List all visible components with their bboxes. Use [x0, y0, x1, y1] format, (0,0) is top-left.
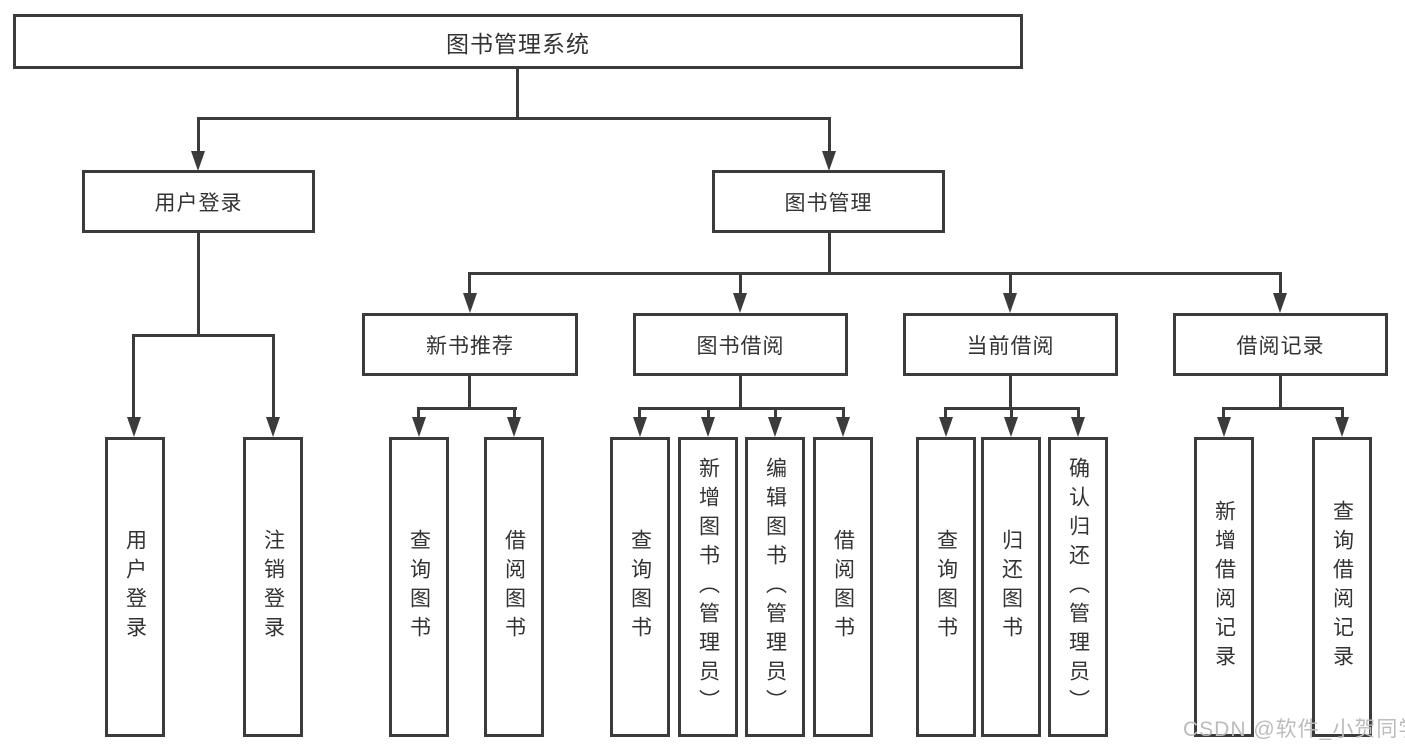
- leaf-label: 查询图书: [628, 529, 652, 645]
- connector-line: [417, 407, 420, 419]
- connector-line: [272, 334, 275, 419]
- node-label: 借阅记录: [1236, 334, 1325, 358]
- node-book-management: 图书管理: [712, 170, 945, 233]
- node-label: 图书管理: [784, 191, 873, 215]
- arrow-down-icon: [633, 417, 647, 437]
- connector-line: [468, 376, 471, 410]
- arrow-down-icon: [822, 151, 836, 171]
- node-label: 新书推荐: [426, 334, 514, 358]
- leaf-recommend-query-book: 查询图书: [389, 437, 449, 737]
- leaf-label: 确认归还（管理员）: [1066, 456, 1090, 718]
- connector-line: [197, 117, 831, 120]
- arrow-down-icon: [836, 417, 850, 437]
- leaf-recommend-borrow-book: 借阅图书: [484, 437, 544, 737]
- node-label: 图书借阅: [696, 334, 785, 358]
- arrow-down-icon: [1071, 417, 1085, 437]
- connector-line: [1010, 407, 1013, 419]
- leaf-add-book-admin: 新增图书（管理员）: [678, 437, 738, 737]
- connector-line: [774, 407, 777, 419]
- node-library-management-system: 图书管理系统: [13, 14, 1023, 69]
- leaf-label: 新增图书（管理员）: [696, 456, 720, 718]
- arrow-down-icon: [939, 417, 953, 437]
- arrow-down-icon: [1335, 417, 1349, 437]
- arrow-down-icon: [266, 417, 280, 437]
- leaf-label: 新增借阅记录: [1212, 500, 1236, 674]
- connector-line: [132, 334, 135, 419]
- node-book-borrowing: 图书借阅: [633, 313, 848, 376]
- arrow-down-icon: [1273, 293, 1287, 313]
- arrow-down-icon: [1003, 293, 1017, 313]
- connector-line: [132, 334, 275, 337]
- leaf-label: 查询借阅记录: [1330, 500, 1354, 674]
- connector-line: [1009, 376, 1012, 410]
- leaf-label: 借阅图书: [502, 529, 526, 645]
- leaf-label: 查询图书: [934, 529, 958, 645]
- connector-line: [707, 407, 710, 419]
- leaf-label: 用户登录: [123, 529, 147, 645]
- connector-line: [638, 407, 641, 419]
- node-current-borrowing: 当前借阅: [903, 313, 1118, 376]
- connector-line: [842, 407, 845, 419]
- connector-line: [944, 407, 947, 419]
- connector-line: [516, 68, 519, 118]
- arrow-down-icon: [127, 417, 141, 437]
- connector-line: [417, 407, 517, 410]
- connector-line: [1222, 407, 1344, 410]
- node-label: 用户登录: [154, 191, 243, 215]
- arrow-down-icon: [507, 417, 521, 437]
- connector-line: [1077, 407, 1080, 419]
- connector-line: [1341, 407, 1344, 419]
- leaf-borrow-book: 借阅图书: [813, 437, 873, 737]
- connector-line: [1222, 407, 1225, 419]
- leaf-label: 编辑图书（管理员）: [763, 456, 787, 718]
- node-label: 当前借阅: [966, 334, 1055, 358]
- connector-line: [197, 233, 200, 336]
- connector-line: [1279, 376, 1282, 410]
- connector-line: [468, 272, 1281, 275]
- connector-line: [1009, 272, 1012, 295]
- connector-line: [468, 272, 471, 295]
- leaf-label: 借阅图书: [831, 529, 855, 645]
- connector-line: [1279, 272, 1282, 295]
- leaf-label: 归还图书: [999, 529, 1023, 645]
- leaf-add-borrow-record: 新增借阅记录: [1194, 437, 1254, 737]
- connector-line: [638, 407, 845, 410]
- connector-line: [513, 407, 516, 419]
- leaf-return-book: 归还图书: [981, 437, 1041, 737]
- leaf-borrow-query-book: 查询图书: [610, 437, 670, 737]
- node-new-book-recommendation: 新书推荐: [362, 313, 578, 376]
- arrow-down-icon: [733, 293, 747, 313]
- arrow-down-icon: [1004, 417, 1018, 437]
- leaf-edit-book-admin: 编辑图书（管理员）: [745, 437, 805, 737]
- leaf-current-query-book: 查询图书: [916, 437, 976, 737]
- connector-line: [197, 117, 200, 153]
- leaf-logout: 注销登录: [243, 437, 303, 737]
- arrow-down-icon: [463, 293, 477, 313]
- arrow-down-icon: [701, 417, 715, 437]
- leaf-confirm-return-admin: 确认归还（管理员）: [1048, 437, 1108, 737]
- leaf-query-borrow-record: 查询借阅记录: [1312, 437, 1372, 737]
- leaf-user-login: 用户登录: [105, 437, 165, 737]
- arrow-down-icon: [412, 417, 426, 437]
- connector-line: [739, 272, 742, 295]
- arrow-down-icon: [191, 151, 205, 171]
- leaf-label: 注销登录: [261, 529, 285, 645]
- node-user-login: 用户登录: [82, 170, 315, 233]
- connector-line: [828, 117, 831, 153]
- node-label: 图书管理系统: [446, 30, 590, 57]
- connector-line: [828, 233, 831, 274]
- node-borrowing-records: 借阅记录: [1173, 313, 1388, 376]
- arrow-down-icon: [1217, 417, 1231, 437]
- connector-line: [739, 376, 742, 410]
- arrow-down-icon: [768, 417, 782, 437]
- csdn-watermark: CSDN @软件_小贺同学: [1183, 718, 1405, 741]
- leaf-label: 查询图书: [407, 529, 431, 645]
